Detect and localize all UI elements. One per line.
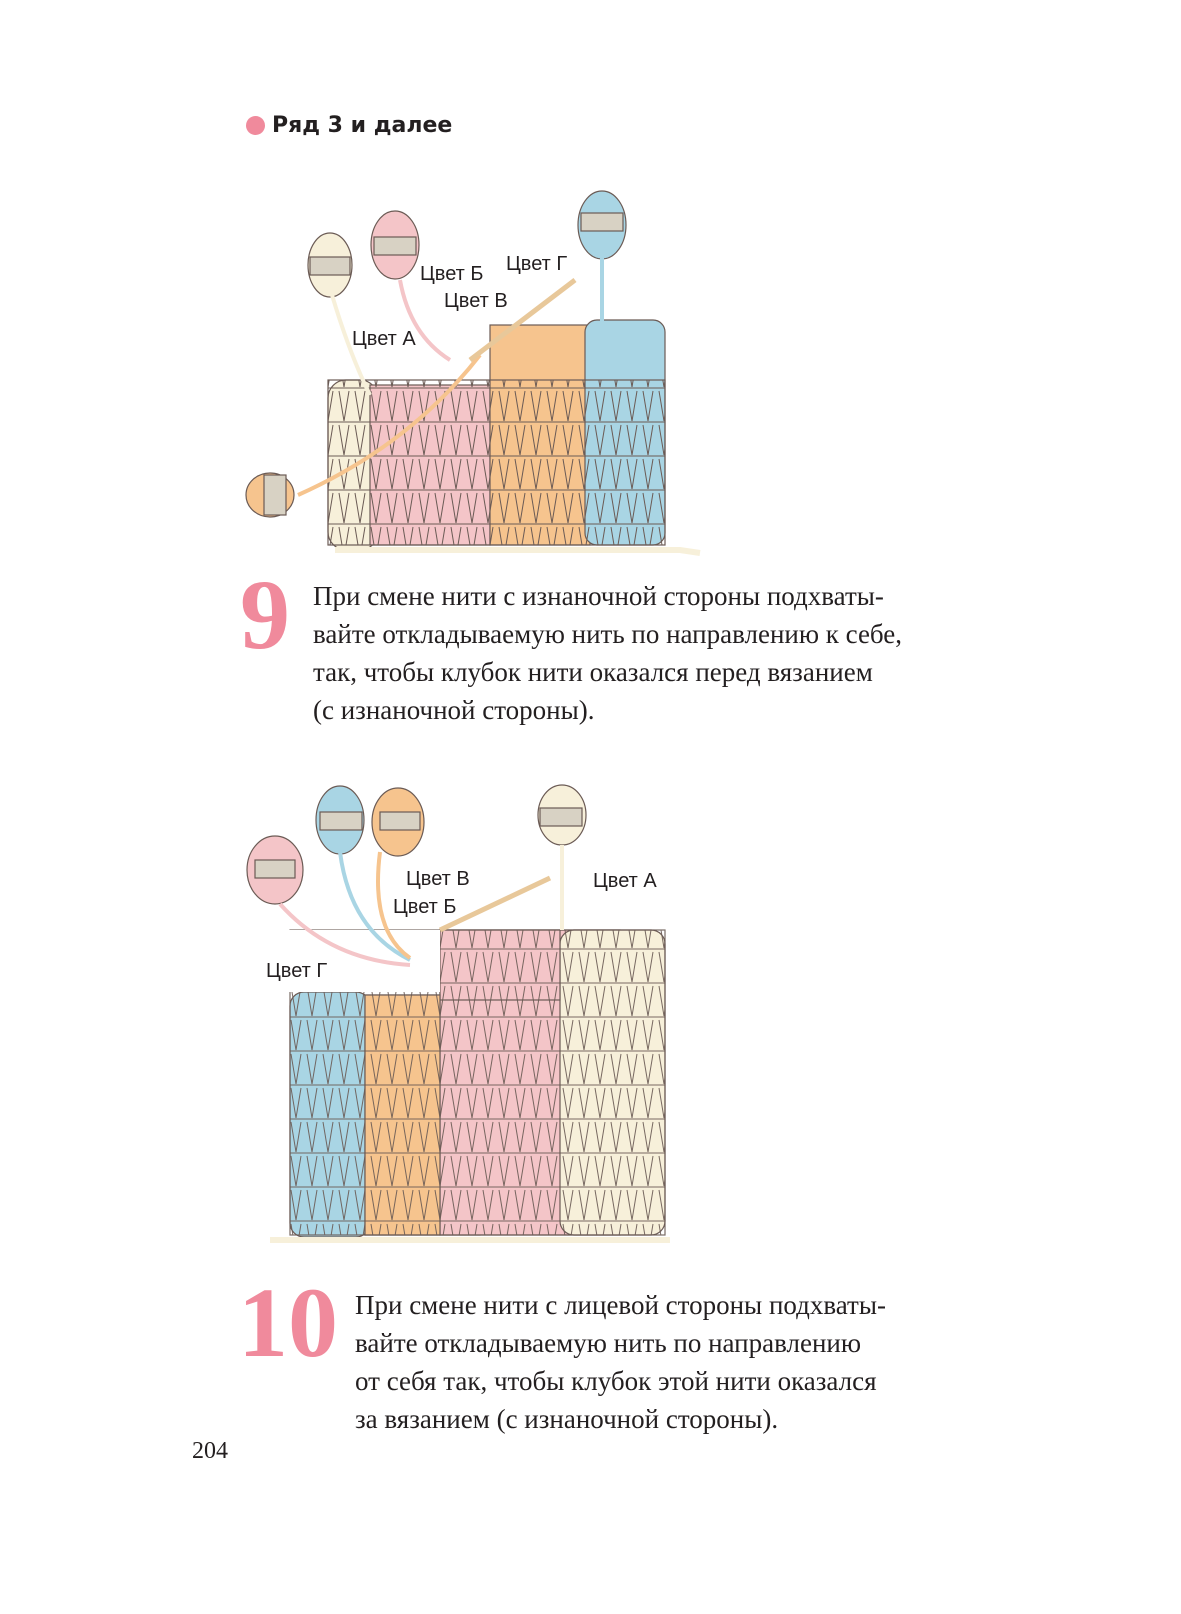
yarn-ball-color-g-icon xyxy=(315,785,365,855)
step-9-illustration: Цвет Б Цвет Г Цвет В Цвет А xyxy=(245,190,701,556)
yarn-ball-color-v-icon xyxy=(371,787,425,857)
text-line: за вязанием (с изнаночной стороны). xyxy=(355,1404,779,1434)
text-line: вайте откладываемую нить по направлению xyxy=(355,1328,862,1358)
label-color-a: Цвет А xyxy=(352,328,416,350)
text-line: При смене нити с изнаночной стороны подх… xyxy=(313,581,884,611)
yarn-ball-color-v-icon xyxy=(245,472,295,518)
text-line: от себя так, чтобы клубок этой нити оказ… xyxy=(355,1366,877,1396)
label-color-g: Цвет Г xyxy=(266,960,327,982)
label-color-b: Цвет Б xyxy=(420,263,484,285)
page-number: 204 xyxy=(192,1438,228,1464)
bullet-dot-icon xyxy=(246,116,265,135)
yarn-ball-color-g-icon xyxy=(577,190,627,260)
label-color-v: Цвет В xyxy=(406,868,470,890)
label-color-v: Цвет В xyxy=(444,290,508,312)
yarn-ball-color-a-icon xyxy=(537,784,587,846)
section-heading: Ряд 3 и далее xyxy=(246,113,452,138)
step-9-text: При смене нити с изнаночной стороны подх… xyxy=(313,577,902,729)
section-heading-text: Ряд 3 и далее xyxy=(272,113,453,138)
label-color-b: Цвет Б xyxy=(393,896,457,918)
text-line: вайте откладываемую нить по направлению … xyxy=(313,619,903,649)
text-line: При смене нити с лицевой стороны подхват… xyxy=(355,1290,886,1320)
yarn-ball-color-b-icon xyxy=(370,210,420,280)
step-9-number: 9 xyxy=(240,559,290,670)
label-color-g: Цвет Г xyxy=(506,253,567,275)
step-10-number: 10 xyxy=(238,1267,338,1378)
text-line: (с изнаночной стороны). xyxy=(313,695,595,725)
step-10-text: При смене нити с лицевой стороны подхват… xyxy=(355,1286,886,1438)
label-color-a: Цвет А xyxy=(593,870,657,892)
step-10-illustration: Цвет В Цвет Б Цвет А Цвет Г xyxy=(240,784,670,1243)
text-line: так, чтобы клубок нити оказался перед вя… xyxy=(313,657,873,687)
yarn-ball-color-a-icon xyxy=(307,232,353,298)
yarn-ball-color-b-icon xyxy=(246,835,304,905)
